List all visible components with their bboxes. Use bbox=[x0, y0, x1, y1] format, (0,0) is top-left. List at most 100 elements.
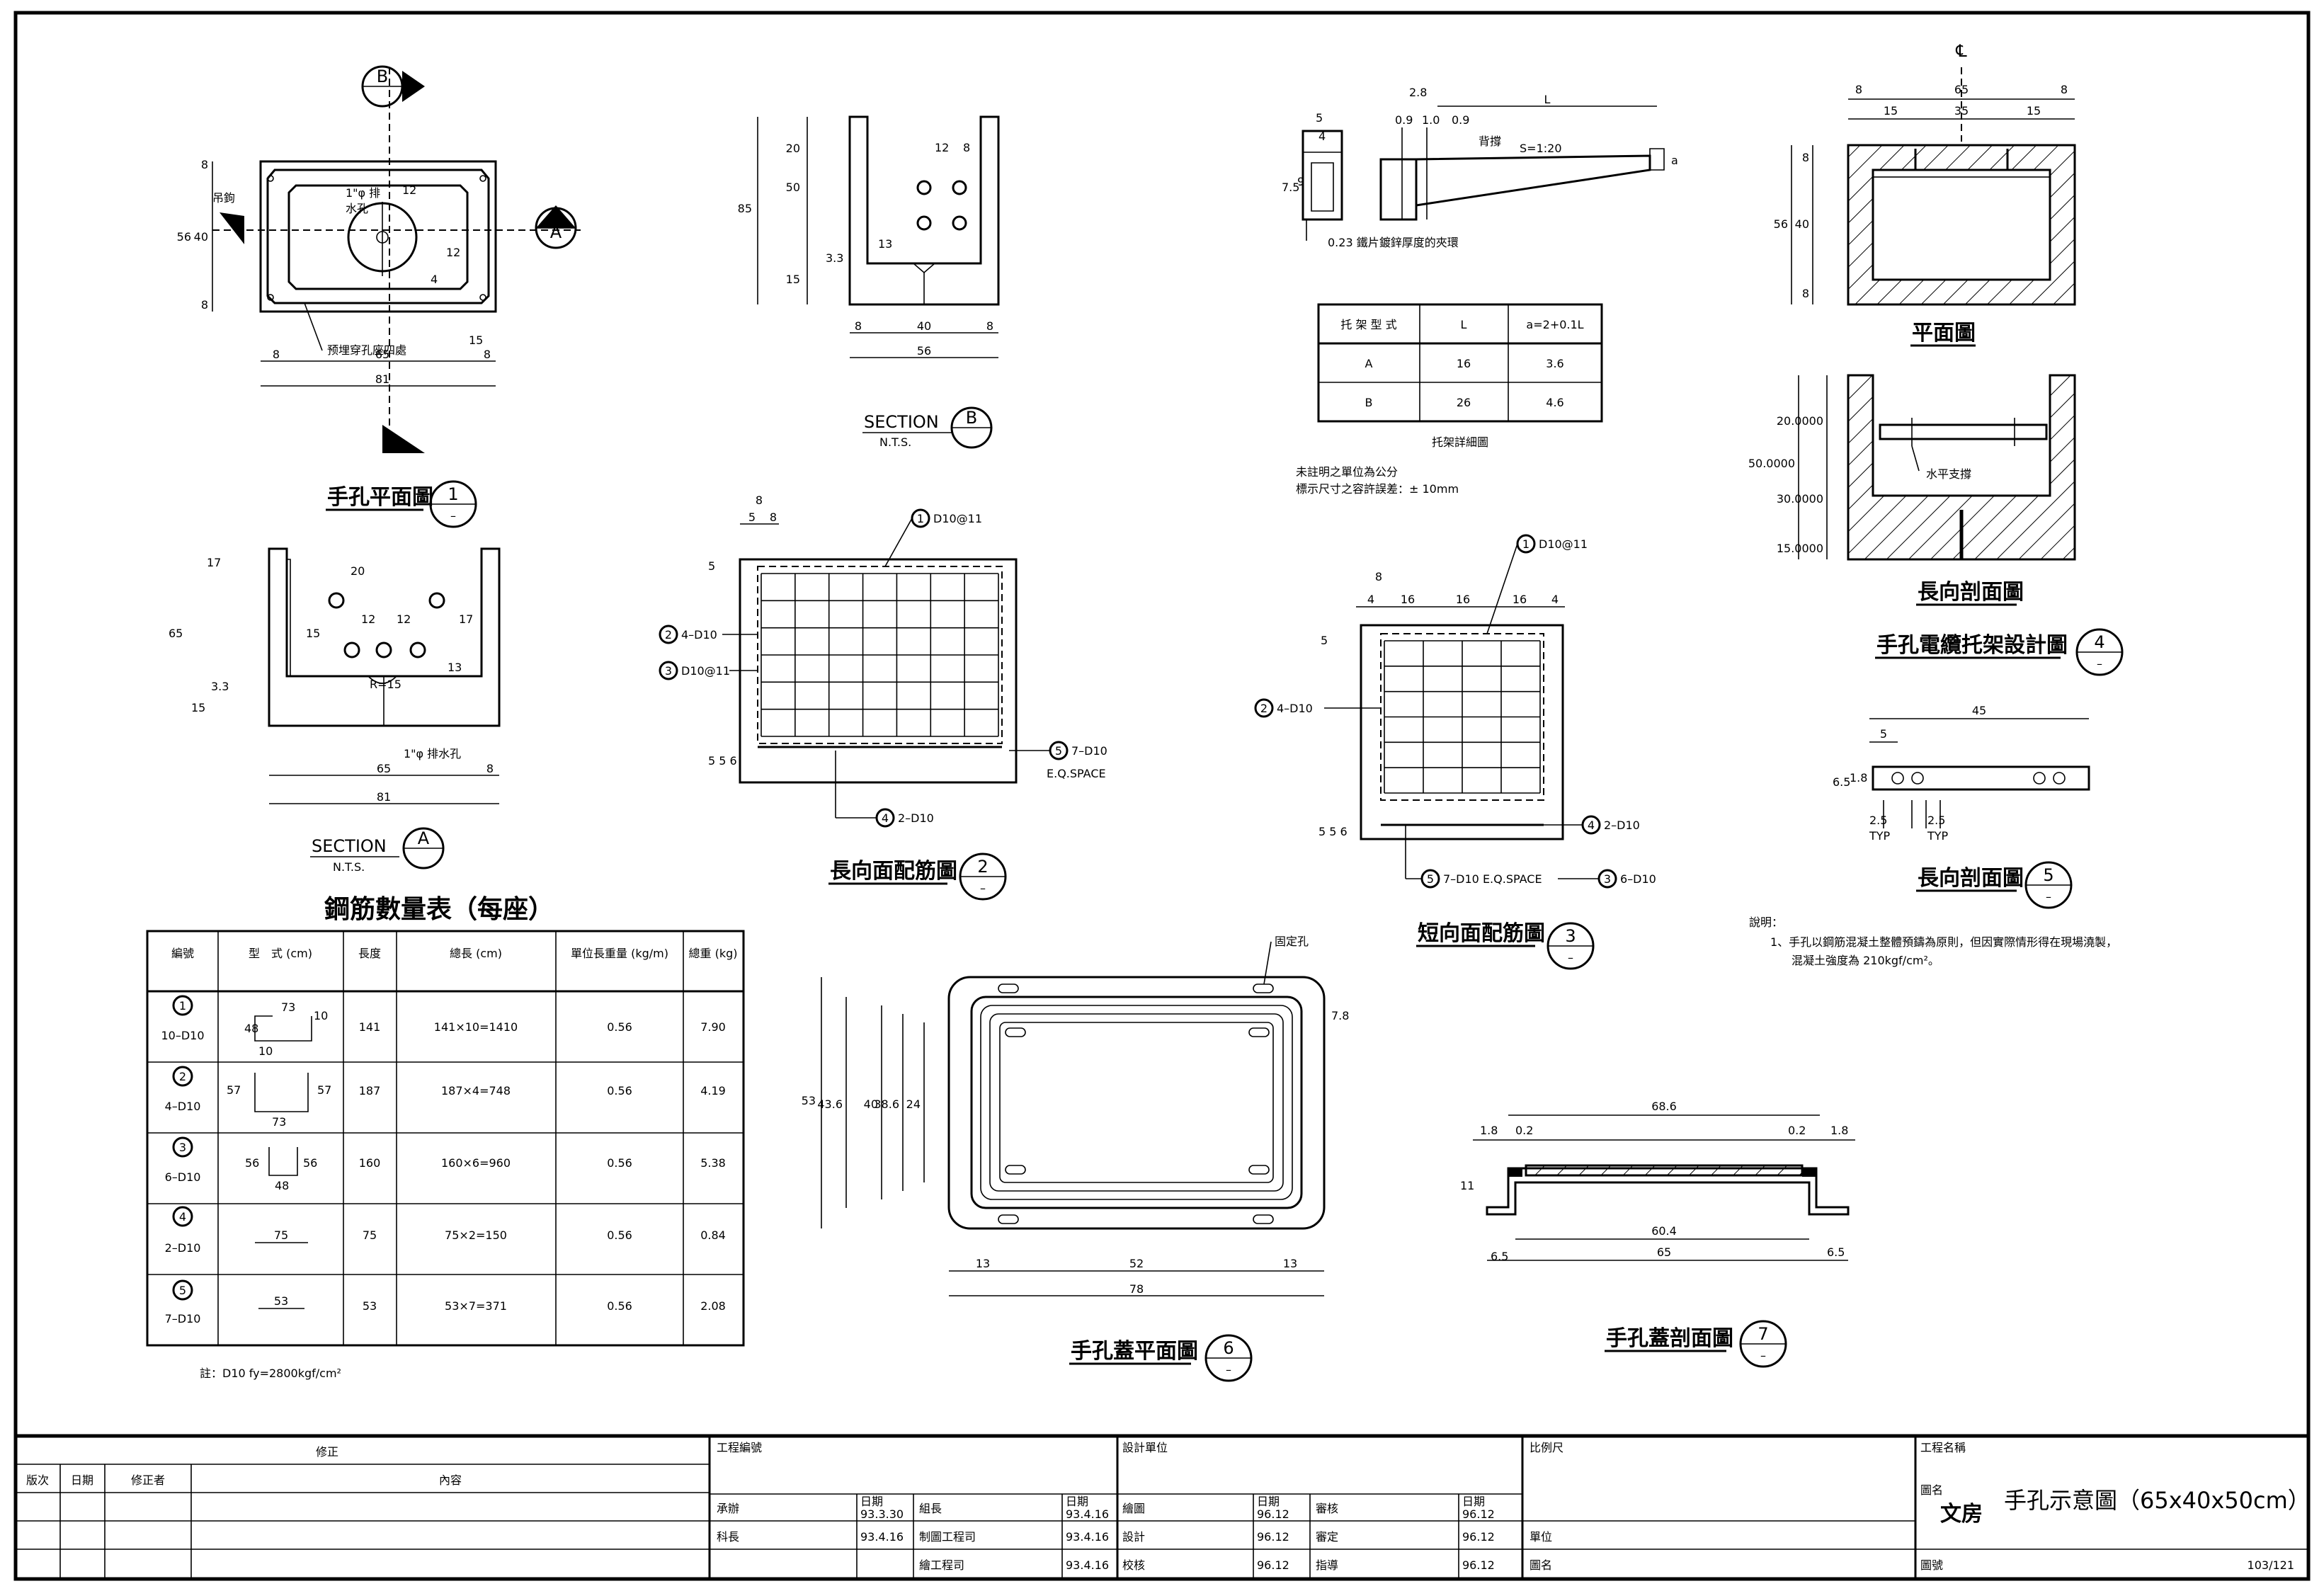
svg-text:93.3.30: 93.3.30 bbox=[860, 1507, 904, 1521]
svg-text:5: 5 bbox=[1427, 872, 1434, 886]
svg-text:背撐: 背撐 bbox=[1479, 135, 1501, 148]
svg-text:文房: 文房 bbox=[1940, 1502, 1983, 1527]
svg-text:說明：: 說明： bbox=[1749, 916, 1783, 929]
svg-text:26: 26 bbox=[1457, 396, 1471, 409]
svg-text:℄: ℄ bbox=[1955, 41, 1967, 61]
svg-text:16: 16 bbox=[1401, 593, 1415, 606]
view-cover-plan: 固定孔 53 43.6 40 38.6 24 7.8 13 52 13 78 手… bbox=[802, 935, 1349, 1382]
svg-text:6–D10: 6–D10 bbox=[165, 1170, 201, 1184]
svg-text:3.3: 3.3 bbox=[826, 251, 843, 265]
svg-text:0.9: 0.9 bbox=[1395, 113, 1413, 127]
svg-text:13: 13 bbox=[1283, 1257, 1297, 1270]
rebar-quantity-table: 鋼筋數量表（每座） 編號 型 式 (cm) 長度 總長 (cm) 單位長重量 (… bbox=[146, 895, 745, 1380]
svg-text:托架詳細圖: 托架詳細圖 bbox=[1432, 435, 1488, 449]
svg-text:制圖工程司: 制圖工程司 bbox=[919, 1530, 976, 1544]
svg-text:L: L bbox=[1461, 318, 1467, 331]
svg-text:93.4.16: 93.4.16 bbox=[1066, 1507, 1109, 1521]
svg-text:手孔平面圖: 手孔平面圖 bbox=[327, 485, 433, 510]
svg-text:50: 50 bbox=[786, 181, 800, 194]
svg-text:6.5: 6.5 bbox=[1833, 775, 1850, 789]
svg-text:組長: 組長 bbox=[919, 1502, 942, 1515]
view-cover-section: 68.6 1.8 0.2 0.2 1.8 11 60.4 65 6.5 6.5 … bbox=[1460, 1100, 1855, 1368]
svg-text:固定孔: 固定孔 bbox=[1275, 935, 1309, 948]
svg-text:3: 3 bbox=[665, 664, 672, 678]
svg-text:85: 85 bbox=[738, 202, 752, 215]
svg-text:5: 5 bbox=[1321, 634, 1328, 647]
svg-text:指導: 指導 bbox=[1316, 1558, 1338, 1572]
svg-text:托 架 型 式: 托 架 型 式 bbox=[1340, 318, 1396, 331]
svg-text:4–D10: 4–D10 bbox=[165, 1100, 201, 1113]
svg-text:160×6=960: 160×6=960 bbox=[441, 1156, 511, 1170]
svg-text:單位長重量 (kg/m): 單位長重量 (kg/m) bbox=[571, 947, 668, 960]
svg-text:10: 10 bbox=[258, 1044, 273, 1058]
view-section-5: 45 5 6.5 1.8 2.5 2.5 TYP TYP 長向剖面圖 5 – bbox=[1833, 704, 2090, 909]
svg-text:1: 1 bbox=[448, 484, 458, 504]
svg-text:S=1:20: S=1:20 bbox=[1520, 142, 1562, 155]
svg-text:TYP: TYP bbox=[1927, 829, 1949, 843]
svg-text:68.6: 68.6 bbox=[1651, 1100, 1677, 1113]
svg-text:1"φ 排: 1"φ 排 bbox=[346, 186, 380, 200]
svg-text:科長: 科長 bbox=[717, 1530, 739, 1544]
svg-text:75×2=150: 75×2=150 bbox=[445, 1228, 507, 1242]
svg-text:2: 2 bbox=[977, 857, 988, 877]
svg-text:56: 56 bbox=[1774, 217, 1788, 231]
svg-text:鋼筋數量表（每座）: 鋼筋數量表（每座） bbox=[324, 895, 554, 924]
svg-text:2–D10: 2–D10 bbox=[1604, 819, 1640, 832]
svg-text:16: 16 bbox=[1457, 357, 1471, 370]
svg-text:73: 73 bbox=[272, 1115, 286, 1129]
svg-text:0.56: 0.56 bbox=[607, 1156, 632, 1170]
svg-text:0.2: 0.2 bbox=[1788, 1124, 1806, 1137]
view-manhole-plan: B A 吊鉤 1"φ 排 水孔 预埋穿孔座四處 8 40 8 56 12 12 … bbox=[177, 65, 581, 528]
svg-text:水平支撐: 水平支撐 bbox=[1926, 467, 1971, 481]
svg-text:5.38: 5.38 bbox=[700, 1156, 726, 1170]
bolt-holes bbox=[1891, 772, 2066, 785]
svg-text:–: – bbox=[1568, 951, 1573, 964]
svg-text:D10@11: D10@11 bbox=[681, 664, 730, 678]
svg-text:16: 16 bbox=[1513, 593, 1527, 606]
svg-text:–: – bbox=[450, 509, 456, 523]
svg-text:1: 1 bbox=[179, 999, 186, 1013]
svg-text:A: A bbox=[418, 828, 430, 848]
svg-text:40: 40 bbox=[917, 319, 931, 333]
svg-text:1: 1 bbox=[917, 512, 924, 525]
svg-text:78: 78 bbox=[1129, 1282, 1144, 1296]
svg-text:水孔: 水孔 bbox=[346, 202, 368, 215]
svg-text:2.08: 2.08 bbox=[700, 1299, 726, 1313]
svg-text:56: 56 bbox=[245, 1156, 259, 1170]
svg-text:40: 40 bbox=[1795, 217, 1809, 231]
svg-text:4–D10: 4–D10 bbox=[681, 628, 717, 641]
svg-text:2.5: 2.5 bbox=[1927, 814, 1945, 827]
svg-text:標示尺寸之容許誤差：± 10mm: 標示尺寸之容許誤差：± 10mm bbox=[1296, 482, 1459, 496]
svg-text:TYP: TYP bbox=[1869, 829, 1891, 843]
svg-text:10–D10: 10–D10 bbox=[161, 1029, 204, 1042]
svg-text:53: 53 bbox=[274, 1294, 288, 1308]
svg-text:57: 57 bbox=[227, 1083, 241, 1097]
svg-text:75: 75 bbox=[274, 1228, 288, 1242]
svg-text:2: 2 bbox=[179, 1070, 186, 1083]
svg-text:2: 2 bbox=[665, 628, 672, 641]
svg-text:短向面配筋圖: 短向面配筋圖 bbox=[1418, 921, 1545, 946]
svg-text:8: 8 bbox=[756, 494, 763, 507]
view-section-a: 17 20 12 12 15 17 13 65 3.3 15 R=15 1"φ … bbox=[169, 547, 501, 874]
svg-text:5 5 6: 5 5 6 bbox=[1318, 825, 1348, 838]
svg-text:A: A bbox=[1365, 357, 1373, 370]
svg-text:7.90: 7.90 bbox=[700, 1020, 726, 1034]
svg-text:4: 4 bbox=[1318, 130, 1326, 143]
svg-text:0.56: 0.56 bbox=[607, 1299, 632, 1313]
svg-text:48: 48 bbox=[244, 1022, 258, 1035]
svg-text:4: 4 bbox=[179, 1210, 186, 1224]
svg-text:2–D10: 2–D10 bbox=[898, 811, 934, 825]
svg-text:81: 81 bbox=[375, 372, 389, 386]
svg-text:1.8: 1.8 bbox=[1850, 771, 1867, 785]
svg-text:7–D10 E.Q.SPACE: 7–D10 E.Q.SPACE bbox=[1443, 872, 1542, 886]
fixing-slots bbox=[998, 983, 1274, 1224]
svg-text:96.12: 96.12 bbox=[1257, 1507, 1289, 1521]
svg-text:17: 17 bbox=[459, 612, 473, 626]
svg-text:–: – bbox=[2046, 890, 2051, 903]
svg-text:N.T.S.: N.T.S. bbox=[333, 860, 365, 874]
svg-text:9: 9 bbox=[1297, 175, 1304, 188]
svg-text:手孔蓋剖面圖: 手孔蓋剖面圖 bbox=[1606, 1326, 1733, 1351]
svg-text:校核: 校核 bbox=[1122, 1558, 1145, 1572]
svg-text:1、手孔以鋼筋混凝土整體預鑄為原則，但因實際情形得在現場澆製: 1、手孔以鋼筋混凝土整體預鑄為原則，但因實際情形得在現場澆製， bbox=[1770, 935, 2117, 949]
